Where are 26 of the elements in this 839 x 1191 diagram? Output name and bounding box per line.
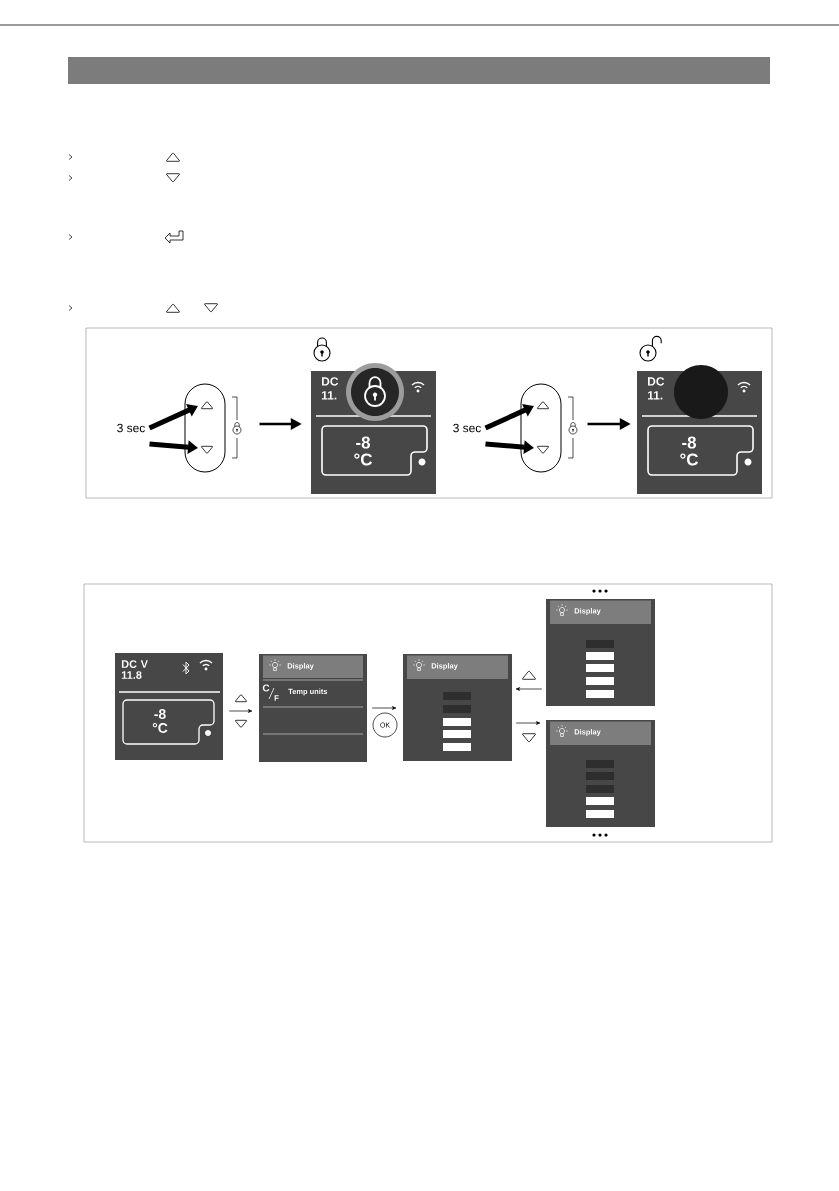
menu-screen [546, 720, 655, 827]
menu-screen [546, 599, 655, 706]
button-panel [520, 383, 578, 473]
arrow [515, 687, 543, 691]
temperature-reading: -8 °C [152, 709, 168, 733]
temperature-reading: -8 °C [680, 436, 699, 466]
voltage-label: DC [322, 377, 339, 386]
display-screen [311, 363, 436, 494]
arrow [371, 706, 397, 710]
voltage-label: DC [648, 377, 665, 386]
display-screen [115, 653, 223, 760]
temperature-reading: -8 °C [354, 436, 373, 466]
button-panel [184, 383, 242, 473]
voltage-reading: 11. [647, 391, 663, 400]
menu-screen [403, 654, 512, 761]
menu-screen [259, 654, 367, 762]
duration-label: 3 sec [453, 423, 481, 433]
voltage-reading: DC V 11.8 [121, 660, 148, 679]
voltage-reading: 11. [321, 391, 337, 400]
unit-letter: C [262, 684, 270, 692]
display-screen [637, 365, 762, 494]
arrow [515, 721, 541, 725]
duration-label: 3 sec [117, 423, 145, 433]
arrow [228, 709, 253, 713]
arrow [484, 403, 534, 431]
arrow [148, 403, 198, 431]
